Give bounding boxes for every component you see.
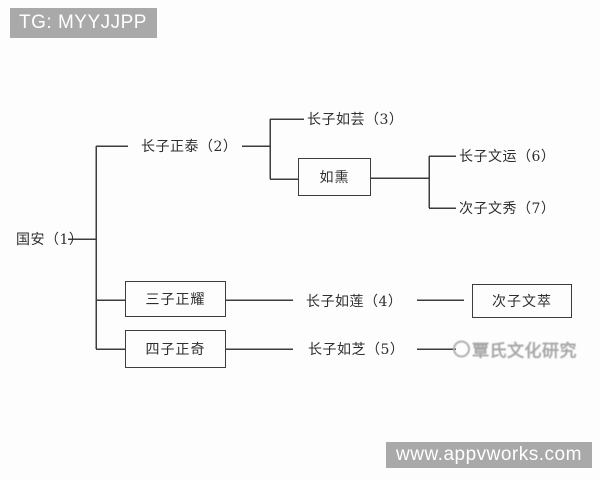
watermark-seal-icon: [453, 340, 470, 358]
watermark: 覃氏文化研究: [453, 337, 577, 362]
node-ruyun: 长子如芸（3）: [307, 112, 404, 128]
node-zhengqi-box: 四子正奇: [125, 330, 226, 368]
node-ruxun-label: 如熏: [319, 170, 350, 186]
footer-url-bar: www.appvworks.com: [386, 442, 592, 468]
node-zhengyao-box: 三子正耀: [125, 281, 226, 317]
header-tag-bar: TG: MYYJJPP: [10, 8, 157, 38]
node-guoan: 国安（1）: [16, 232, 84, 248]
watermark-text: 覃氏文化研究: [472, 341, 577, 362]
node-zhengqi-label: 四子正奇: [145, 342, 206, 358]
footer-url-label: www.appvworks.com: [396, 444, 582, 465]
header-tag-label: TG: MYYJJPP: [19, 12, 147, 33]
node-rulian: 长子如莲（4）: [306, 294, 403, 310]
node-wencui-label: 次子文萃: [492, 294, 552, 310]
node-ruzhi: 长子如芝（5）: [308, 342, 405, 358]
node-ruxun-box: 如熏: [298, 158, 371, 196]
node-zhengyao-label: 三子正耀: [145, 292, 206, 308]
node-zhengtai: 长子正泰（2）: [141, 139, 238, 155]
node-wencui-box: 次子文萃: [472, 284, 572, 318]
node-wenxiu: 次子文秀（7）: [459, 201, 556, 217]
node-wenyun: 长子文运（6）: [459, 149, 556, 165]
